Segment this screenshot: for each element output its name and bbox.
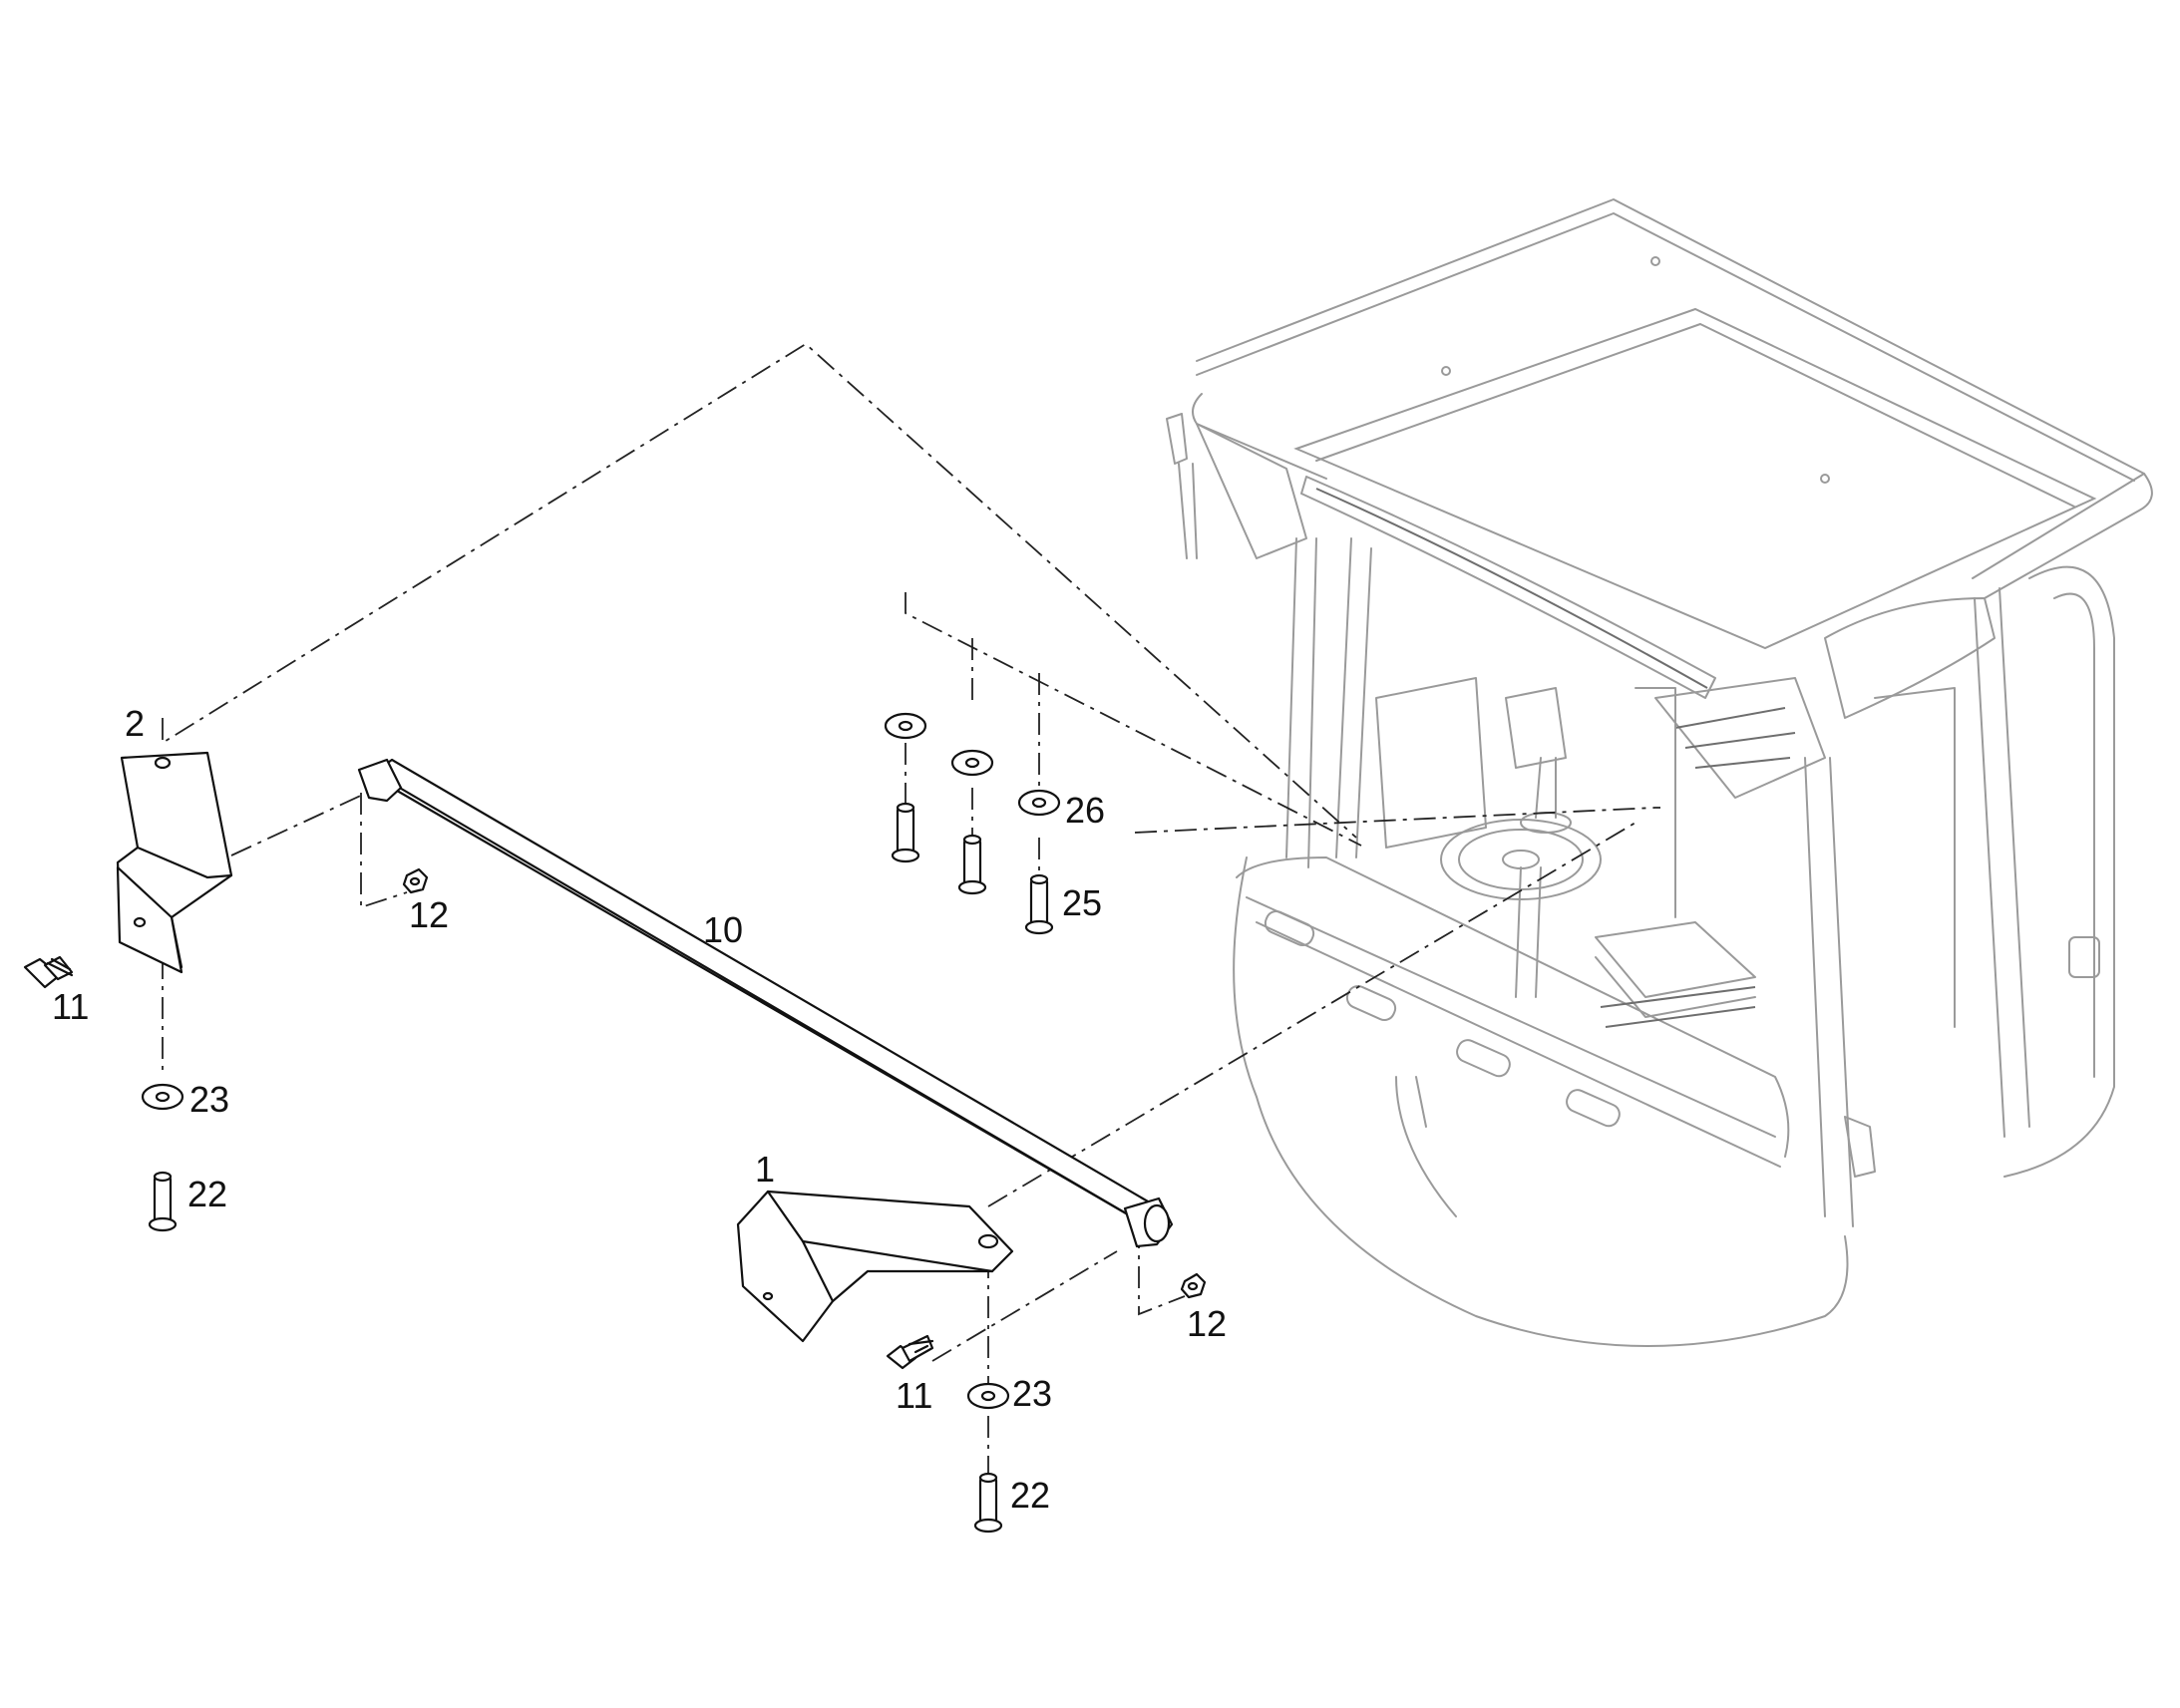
callout-26: 26: [1065, 790, 1105, 831]
callout-23-right: 23: [1012, 1373, 1052, 1414]
part-11-bolt-left: [23, 955, 74, 989]
callout-2: 2: [125, 703, 145, 744]
part-25-screw-1: [891, 802, 920, 863]
callout-12-left: 12: [409, 894, 449, 935]
callout-22-left: 22: [187, 1174, 227, 1214]
cab-assembly: [1166, 198, 2153, 1347]
callout-1: 1: [755, 1149, 775, 1190]
callout-22-right: 22: [1010, 1475, 1050, 1516]
part-22-screw-left: [148, 1171, 178, 1232]
part-26-washer-3: [1017, 789, 1061, 817]
part-1-right-bracket: [736, 1190, 1014, 1343]
callout-11-right: 11: [896, 1375, 932, 1416]
callout-11-left: 11: [52, 986, 89, 1027]
part-22-screw-right: [973, 1472, 1003, 1534]
part-26-washer-2: [950, 749, 994, 777]
part-10-cross-bar: [357, 758, 1174, 1248]
callout-12-right: 12: [1187, 1303, 1227, 1344]
callout-10: 10: [703, 909, 743, 950]
callout-25: 25: [1062, 882, 1102, 923]
part-12-nut-left: [402, 867, 429, 894]
callout-labels: 2 12 11 23 22 10 26 25 1 12 11 23 22: [52, 703, 1227, 1516]
assembly-lines: [162, 342, 1660, 1481]
part-2-left-bracket: [116, 751, 233, 974]
part-25-screw-2: [957, 834, 987, 895]
part-23-washer-left: [141, 1083, 184, 1111]
callout-23-left: 23: [189, 1079, 229, 1120]
part-11-bolt-right: [886, 1334, 934, 1370]
part-12-nut-right: [1180, 1272, 1207, 1299]
part-25-screw-3: [1024, 873, 1054, 935]
part-26-washer-1: [884, 712, 927, 740]
part-23-washer-right: [966, 1382, 1010, 1410]
